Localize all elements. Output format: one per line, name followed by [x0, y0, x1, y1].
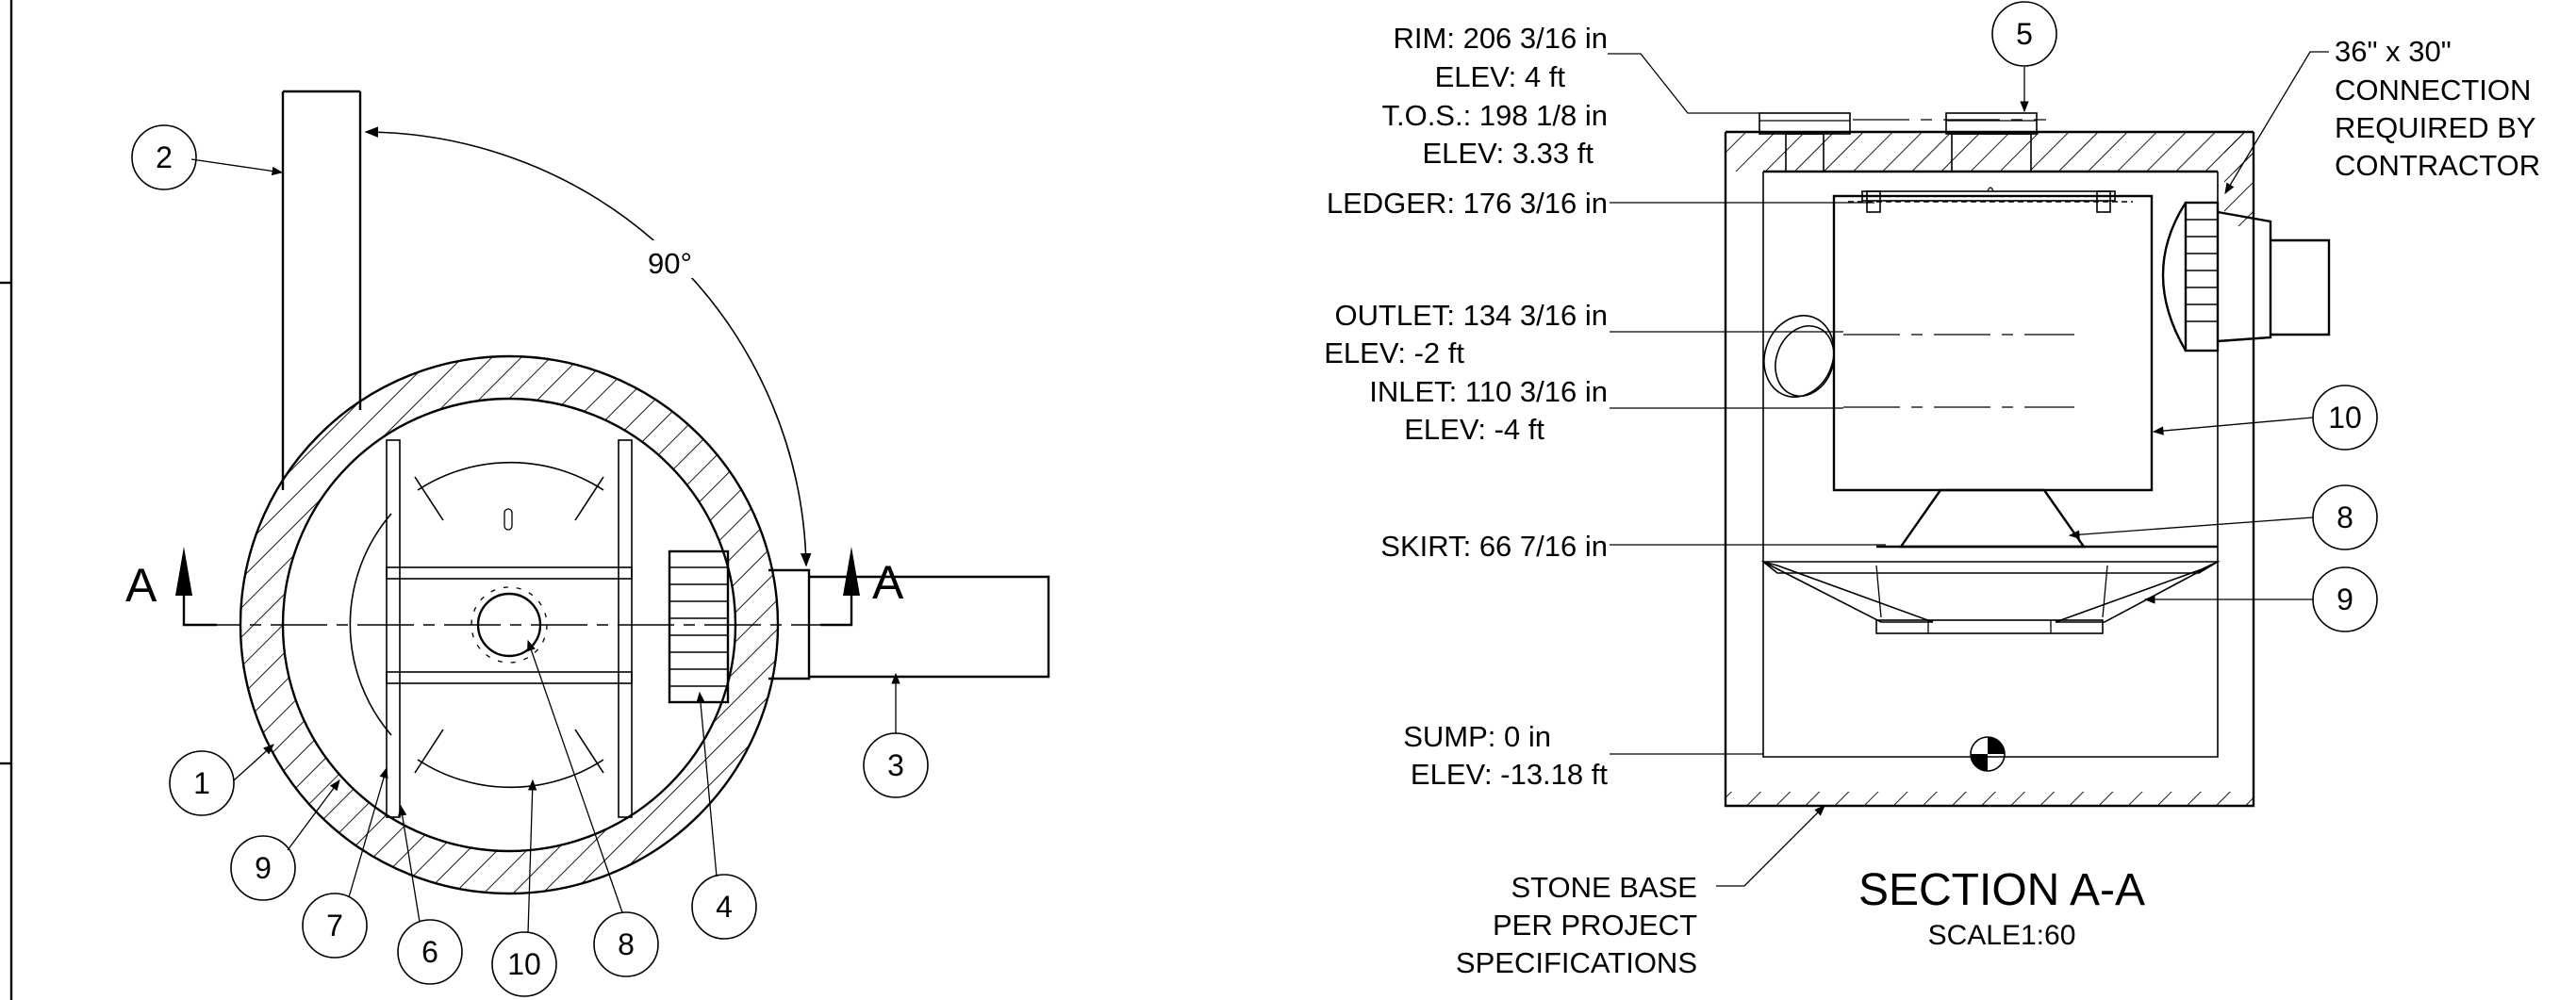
section-marker-right: A [872, 556, 904, 609]
ledger-label: LEDGER: 176 3/16 in [1327, 187, 1608, 220]
callout-6: 6 [421, 935, 438, 969]
manhole-body [1724, 132, 2255, 808]
outlet-elev-label: ELEV: -2 ft [1324, 336, 1464, 369]
callout-5: 5 [2016, 17, 2033, 51]
angle-dimension: 90° [364, 126, 812, 567]
callout-9: 9 [255, 851, 272, 885]
connection-note: 36" x 30" CONNECTION REQUIRED BY CONTRAC… [2335, 35, 2540, 182]
elevation-labels: RIM: 206 3/16 in ELEV: 4 ft T.O.S.: 198 … [1324, 22, 1608, 791]
callout-7: 7 [326, 909, 343, 943]
callout-10: 10 [507, 947, 541, 981]
outlet-label: OUTLET: 134 3/16 in [1335, 299, 1609, 332]
callout-section-10: 10 [2328, 401, 2362, 434]
elevation-leaders [1608, 51, 2329, 887]
sump-label: SUMP: 0 in [1403, 720, 1551, 753]
callout-2: 2 [156, 140, 173, 174]
sump-marker [1970, 736, 2006, 772]
rim-elev-label: ELEV: 4 ft [1435, 60, 1566, 93]
angle-label: 90° [648, 247, 692, 280]
section-marker-left: A [125, 559, 157, 612]
skirt-assembly [1760, 488, 2221, 634]
stone-base-line-3: SPECIFICATIONS [1456, 946, 1697, 979]
vertical-pipe [281, 90, 362, 490]
callout-4: 4 [716, 890, 733, 924]
callout-section-8: 8 [2337, 500, 2353, 534]
sheet-border [0, 0, 13, 1000]
section-cut-line: A A [125, 547, 904, 627]
stone-base-line-2: PER PROJECT [1493, 909, 1697, 942]
plan-view: A A 90° 2 1 9 7 [125, 90, 1050, 997]
insert-canister [1832, 187, 2154, 492]
sump-elev-label: ELEV: -13.18 ft [1411, 758, 1608, 791]
callout-3: 3 [887, 748, 904, 782]
section-scale: SCALE1:60 [1928, 920, 2076, 951]
inlet-elev-label: ELEV: -4 ft [1404, 413, 1544, 446]
top-slab [1726, 130, 2254, 226]
connection-line-3: REQUIRED BY [2335, 111, 2536, 144]
tos-elev-label: ELEV: 3.33 ft [1422, 137, 1593, 170]
left-pipe-ends [1763, 315, 1835, 398]
centerlines [1843, 119, 2074, 408]
section-view: RIM: 206 3/16 in ELEV: 4 ft T.O.S.: 198 … [1324, 1, 2540, 979]
plan-callouts: 2 1 9 7 6 10 8 [131, 124, 929, 997]
connection-line-4: CONTRACTOR [2335, 149, 2540, 182]
connection-line-2: CONNECTION [2335, 74, 2531, 107]
side-connection [2161, 201, 2331, 352]
tos-label: T.O.S.: 198 1/8 in [1381, 99, 1608, 132]
inlet-label: INLET: 110 3/16 in [1369, 375, 1608, 408]
section-title: SECTION A-A [1858, 865, 2145, 915]
callout-1: 1 [193, 766, 210, 800]
section-callouts: 5 10 8 9 [1991, 1, 2378, 632]
callout-section-9: 9 [2337, 582, 2353, 616]
inlet-connector [668, 549, 730, 704]
stone-base-line-1: STONE BASE [1511, 871, 1697, 904]
rim-label: RIM: 206 3/16 in [1394, 22, 1608, 55]
callout-8: 8 [618, 927, 635, 961]
connection-line-1: 36" x 30" [2335, 35, 2452, 68]
stone-base-note: STONE BASE PER PROJECT SPECIFICATIONS [1456, 871, 1697, 979]
section-title-block: SECTION A-A SCALE1:60 [1858, 865, 2145, 951]
manhole-frames [1759, 112, 2038, 172]
skirt-label: SKIRT: 66 7/16 in [1380, 530, 1608, 563]
